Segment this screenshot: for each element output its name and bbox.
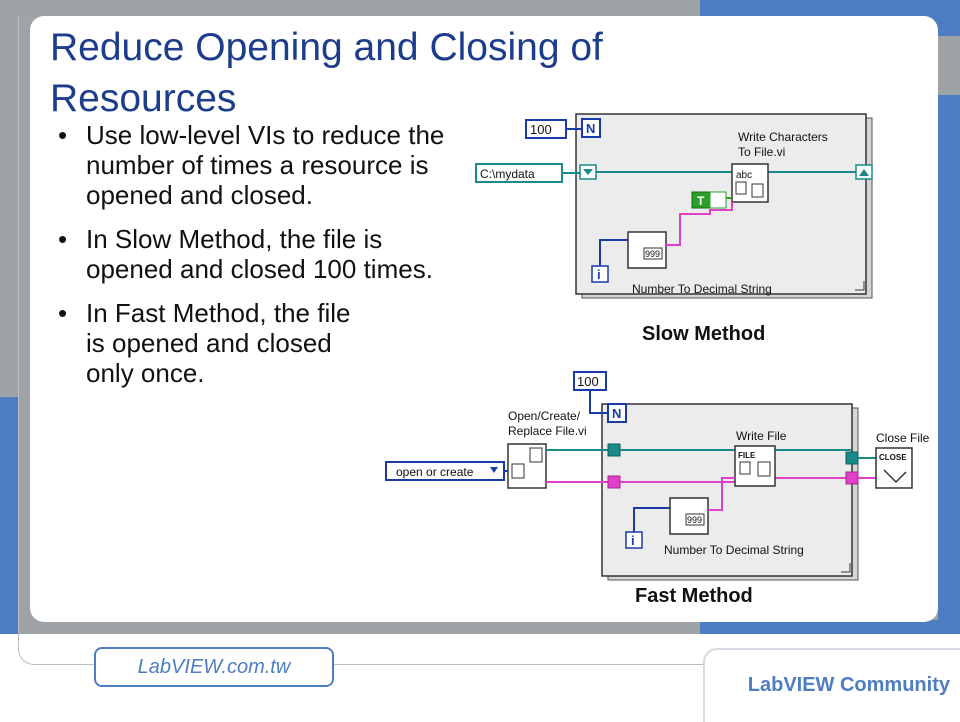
wire-string bbox=[666, 202, 733, 246]
loop-count-label: N bbox=[586, 121, 595, 136]
bool-constant-extension bbox=[709, 191, 727, 209]
for-loop-frame bbox=[601, 403, 853, 577]
wire-iteration bbox=[633, 507, 670, 532]
write-vi-label-line2: To File.vi bbox=[738, 145, 785, 159]
write-vi-icon-text: abc bbox=[736, 170, 752, 181]
disk-icon bbox=[751, 183, 764, 198]
close-file-icon-text: CLOSE bbox=[879, 453, 907, 462]
file-icon bbox=[735, 181, 747, 195]
wire-iteration bbox=[599, 239, 628, 266]
path-constant-value: C:\mydata bbox=[480, 167, 535, 181]
close-file-label: Close File bbox=[876, 431, 930, 445]
file-icon bbox=[739, 461, 751, 475]
number-vi-label: Number To Decimal String bbox=[632, 282, 772, 296]
fast-method-caption: Fast Method bbox=[635, 585, 753, 607]
open-vi-label-line1: Open/Create/ bbox=[508, 409, 581, 423]
bullet-marker: • bbox=[58, 120, 68, 150]
open-vi-label-line2: Replace File.vi bbox=[508, 424, 587, 438]
refnum-tunnel-left bbox=[607, 443, 621, 457]
community-box bbox=[703, 648, 960, 722]
disk-icon bbox=[757, 461, 771, 477]
slow-method-caption: Slow Method bbox=[642, 323, 766, 345]
write-file-icon-text: FILE bbox=[738, 451, 756, 460]
slide-title: Reduce Opening and Closing of Resources bbox=[50, 26, 603, 120]
bullet-marker: • bbox=[58, 224, 68, 254]
bullet-item: • Use low-level VIs to reduce the number … bbox=[58, 120, 448, 210]
loop-resize-corner bbox=[841, 563, 851, 573]
community-label: LabVIEW Community bbox=[747, 674, 950, 696]
chevron-down-icon bbox=[490, 467, 498, 473]
loop-count-terminal[interactable] bbox=[581, 118, 601, 138]
slow-method-block-diagram: 100 N C:\mydata Write Characters To File… bbox=[475, 113, 873, 299]
number-icon-box bbox=[685, 513, 705, 526]
loop-count-label: N bbox=[612, 406, 621, 421]
refnum-tunnel-right bbox=[845, 451, 859, 465]
bool-constant-value: T bbox=[697, 194, 705, 208]
number-icon-text: 999 bbox=[687, 515, 702, 525]
bullet-text: In Fast Method, the file is opened and c… bbox=[86, 298, 351, 388]
website-link[interactable]: LabVIEW.com.tw bbox=[94, 647, 334, 687]
number-icon-box bbox=[643, 247, 663, 260]
close-arrow-icon bbox=[883, 469, 907, 484]
wire-string bbox=[708, 477, 735, 511]
bullet-item: • In Slow Method, the file is opened and … bbox=[58, 224, 448, 284]
open-mode-value: open or create bbox=[396, 465, 474, 479]
loop-resize-corner bbox=[855, 281, 865, 291]
bullet-text: Use low-level VIs to reduce the number o… bbox=[86, 120, 445, 210]
iteration-terminal-label: i bbox=[597, 267, 601, 282]
shift-register-up-icon bbox=[859, 169, 869, 176]
for-loop-frame bbox=[575, 113, 867, 295]
write-file-label: Write File bbox=[736, 429, 787, 443]
accent-bar-left bbox=[0, 397, 18, 639]
loop-count-terminal[interactable] bbox=[607, 403, 627, 423]
error-tunnel-right bbox=[845, 471, 859, 485]
fast-method-block-diagram: 100 N Open/Create/ Replace File.vi open … bbox=[385, 371, 930, 581]
bullet-marker: • bbox=[58, 298, 68, 328]
bullet-item: • In Fast Method, the file is opened and … bbox=[58, 298, 356, 388]
iteration-terminal-label: i bbox=[631, 533, 635, 548]
write-vi-label-line1: Write Characters bbox=[738, 130, 828, 144]
wire-count bbox=[589, 390, 608, 414]
error-tunnel-left bbox=[607, 475, 621, 489]
count-constant-value: 100 bbox=[577, 374, 599, 389]
disk-icon bbox=[529, 447, 543, 463]
count-constant-value: 100 bbox=[530, 122, 552, 137]
accent-bar-bottom bbox=[700, 620, 960, 634]
close-file-vi[interactable] bbox=[875, 447, 913, 489]
number-vi-label: Number To Decimal String bbox=[664, 543, 804, 557]
bullet-text: In Slow Method, the file is opened and c… bbox=[86, 224, 433, 284]
accent-bar-right bbox=[938, 95, 960, 630]
shift-register-down-icon bbox=[583, 169, 593, 175]
bullet-list: • Use low-level VIs to reduce the number … bbox=[58, 120, 448, 402]
number-icon-text: 999 bbox=[645, 249, 660, 259]
file-icon bbox=[511, 463, 525, 479]
